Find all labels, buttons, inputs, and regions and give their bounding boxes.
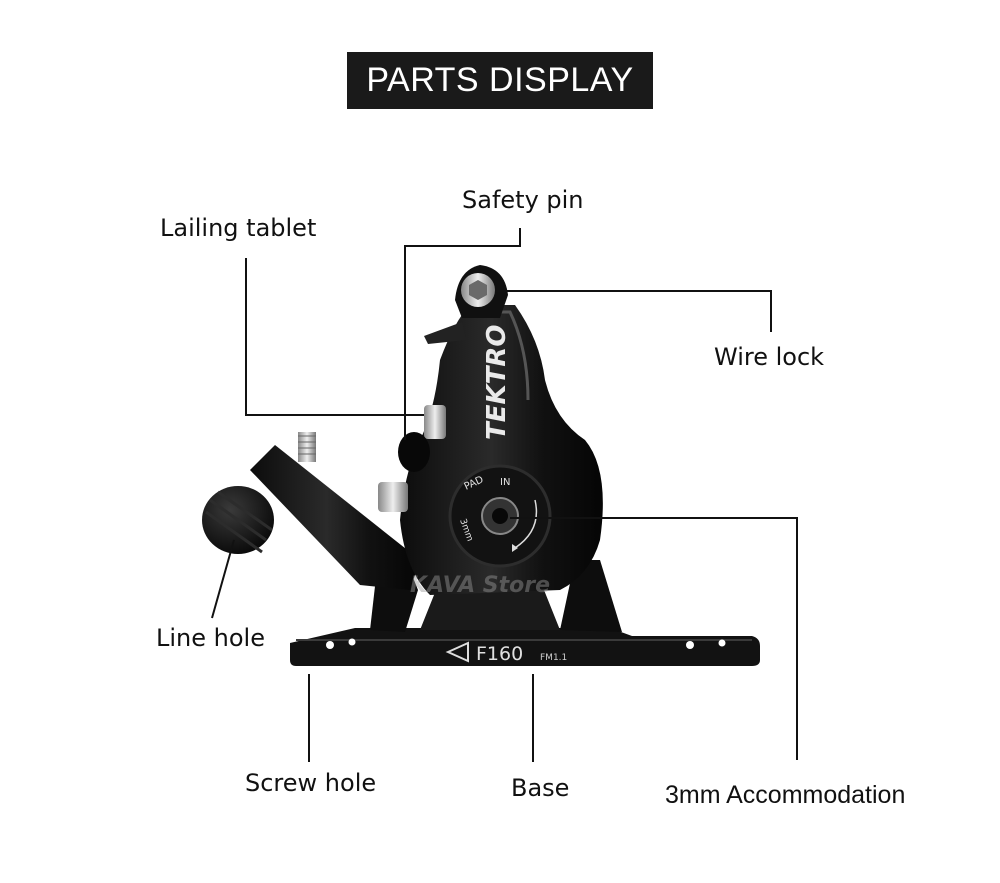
cable-arm — [250, 432, 420, 590]
label-line-hole: Line hole — [156, 624, 265, 652]
leader-wire-lock — [495, 290, 772, 332]
page-title: PARTS DISPLAY — [347, 52, 653, 109]
leader-accommodation — [510, 517, 798, 760]
lailing-tablet-part — [424, 405, 446, 439]
leader-line-hole — [211, 539, 235, 619]
brand-text: TEKTRO — [482, 324, 512, 440]
barrel-adjuster-knob — [202, 486, 274, 554]
label-base: Base — [511, 774, 570, 802]
knob-text-in: IN — [500, 477, 510, 488]
watermark: KAVA Store — [410, 573, 550, 598]
part-marking-small: FM1.1 — [540, 653, 567, 663]
wire-lock-bolt — [455, 265, 508, 318]
pad-adjust-knob: PAD IN 3mm — [448, 464, 552, 568]
leader-safety-pin — [404, 228, 521, 440]
label-safety-pin: Safety pin — [462, 186, 584, 214]
label-lailing-tablet: Lailing tablet — [160, 214, 317, 242]
label-wire-lock: Wire lock — [714, 343, 825, 371]
label-accommodation: 3mm Accommodation — [665, 781, 906, 809]
lever-tab — [424, 322, 466, 344]
label-screw-hole: Screw hole — [245, 769, 377, 797]
leader-lailing-tablet — [245, 258, 424, 416]
safety-pin-part — [398, 432, 430, 472]
triangle-mark-icon — [445, 641, 469, 663]
part-marking: F160 — [476, 643, 523, 665]
base-plate: F160 FM1.1 — [290, 628, 760, 666]
pad-spacer — [378, 482, 408, 512]
